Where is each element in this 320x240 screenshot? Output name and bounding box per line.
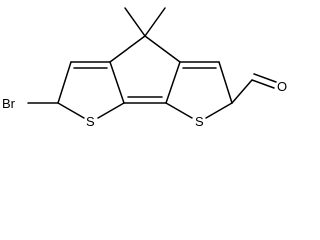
molecule-diagram: Br S S O xyxy=(2,7,287,129)
oxygen-label: O xyxy=(277,79,287,94)
bond-c3a-c7a-right xyxy=(165,61,181,104)
structure-canvas: Br S S O xyxy=(2,7,288,129)
methyl-bond-right xyxy=(144,7,166,37)
bond-c2-cho xyxy=(231,79,253,104)
sulfur-right-label: S xyxy=(195,114,204,129)
bond-left-c2-s xyxy=(57,102,85,119)
bromine-label: Br xyxy=(2,96,16,111)
bond-right-s-c7a xyxy=(165,102,193,119)
bond-bridge-c3a-right xyxy=(144,35,181,63)
bond-left-c3-c2 xyxy=(57,61,72,104)
bond-cho-o-double xyxy=(253,73,277,83)
methyl-bond-left xyxy=(124,7,146,37)
bond-cho-o xyxy=(251,79,275,89)
bond-right-c2-s xyxy=(205,102,233,119)
bond-right-c3-c2 xyxy=(218,61,233,104)
bond-c3a-c7a xyxy=(109,61,125,104)
sulfur-left-label: S xyxy=(86,114,95,129)
bond-bridge-c3a xyxy=(109,35,146,63)
bond-left-s-c7a xyxy=(97,102,125,119)
